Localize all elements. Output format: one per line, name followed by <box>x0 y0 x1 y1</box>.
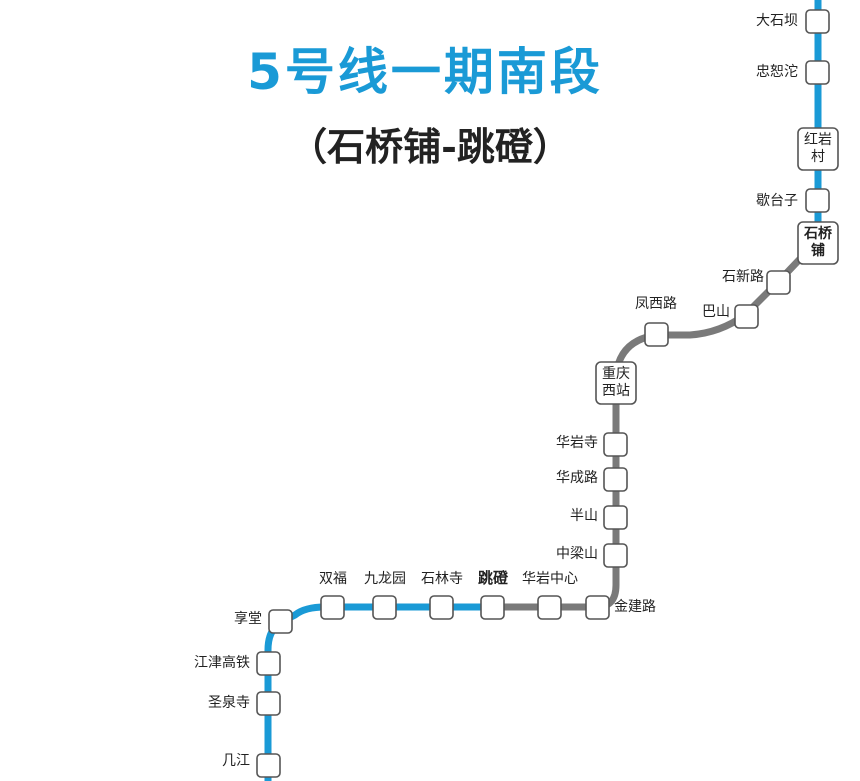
station-box-xiangtang[interactable] <box>268 609 293 634</box>
station-box-banshan[interactable] <box>603 505 628 530</box>
station-label-zhongliangshan: 中梁山 <box>556 546 598 562</box>
station-label-huayanzhongxin: 华岩中心 <box>522 571 578 587</box>
station-box-zhongliangshan[interactable] <box>603 543 628 568</box>
station-box-shixinlu[interactable] <box>766 270 791 295</box>
station-label-shilinsi: 石林寺 <box>421 571 463 587</box>
station-box-huachenglu[interactable] <box>603 467 628 492</box>
station-box-hongyancun[interactable] <box>797 127 839 171</box>
station-box-fengxilu[interactable] <box>644 322 669 347</box>
station-box-shiqiaopu[interactable] <box>797 221 839 265</box>
station-box-jijiang[interactable] <box>256 753 281 778</box>
station-box-shilinsi[interactable] <box>429 595 454 620</box>
station-label-jinjianlu: 金建路 <box>614 599 656 615</box>
station-label-shiqiaopu: 石桥铺 <box>804 226 832 259</box>
station-label-chongqingxizhan: 重庆西站 <box>602 366 630 399</box>
station-label-huayansi: 华岩寺 <box>556 435 598 451</box>
station-label-shixinlu: 石新路 <box>722 269 764 285</box>
station-box-huayansi[interactable] <box>603 432 628 457</box>
station-label-jiulongyuan: 九龙园 <box>364 571 406 587</box>
station-label-dashiba: 大石坝 <box>756 13 798 29</box>
station-box-dashiba[interactable] <box>805 9 830 34</box>
station-label-xiangtang: 享堂 <box>234 611 262 627</box>
station-box-chongqingxizhan[interactable] <box>595 361 637 405</box>
station-box-shuangfu[interactable] <box>320 595 345 620</box>
map-subtitle: （石桥铺-跳磴） <box>289 124 571 169</box>
station-label-banshan: 半山 <box>570 508 598 524</box>
station-box-tiaodeng[interactable] <box>480 595 505 620</box>
station-label-getaizi: 歇台子 <box>756 193 798 209</box>
station-box-huayanzhongxin[interactable] <box>537 595 562 620</box>
station-label-shengquansi: 圣泉寺 <box>208 695 250 711</box>
station-box-getaizi[interactable] <box>805 188 830 213</box>
station-label-huachenglu: 华成路 <box>556 470 598 486</box>
station-label-shuangfu: 双福 <box>319 571 347 587</box>
station-box-shengquansi[interactable] <box>256 691 281 716</box>
station-box-zhongnuotuo[interactable] <box>805 60 830 85</box>
station-box-jinjianlu[interactable] <box>585 595 610 620</box>
map-title: 5号线一期南段 <box>247 43 603 101</box>
station-box-bashan[interactable] <box>734 304 759 329</box>
station-label-bashan: 巴山 <box>702 304 730 320</box>
station-box-jiangjingaotie[interactable] <box>256 651 281 676</box>
station-box-jiulongyuan[interactable] <box>372 595 397 620</box>
station-label-fengxilu: 凤西路 <box>635 296 677 312</box>
station-label-jiangjingaotie: 江津高铁 <box>194 655 250 671</box>
station-label-hongyancun: 红岩村 <box>804 132 832 165</box>
line-segment-south <box>264 603 492 781</box>
station-label-tiaodeng: 跳磴 <box>477 569 508 587</box>
station-label-jijiang: 几江 <box>222 753 250 769</box>
station-label-zhongnuotuo: 忠恕沱 <box>756 64 798 80</box>
